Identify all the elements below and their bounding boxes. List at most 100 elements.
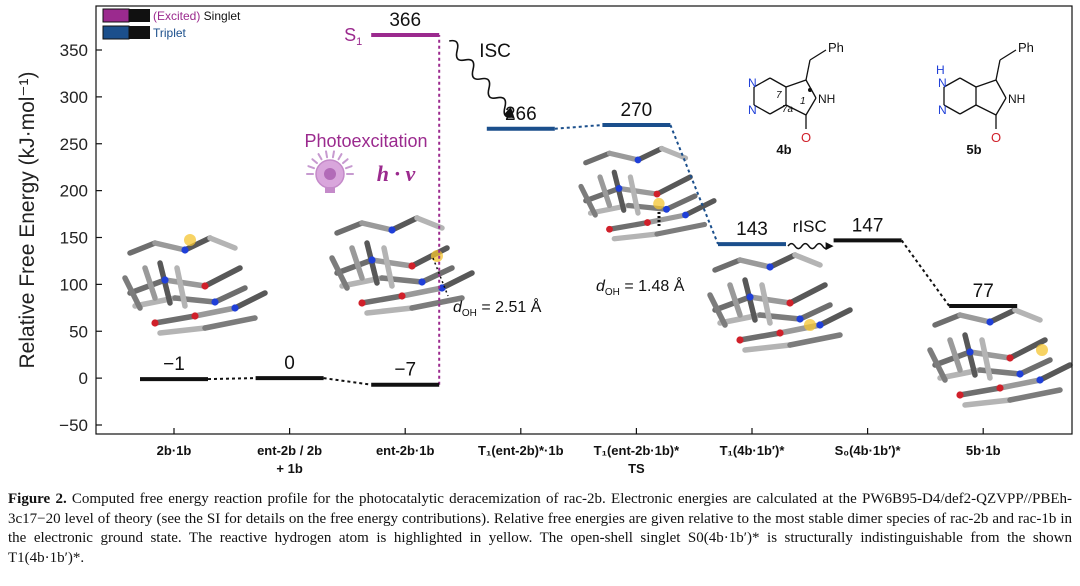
bond-stick — [606, 219, 651, 232]
ring-bond — [805, 97, 817, 116]
bond-stick — [419, 265, 455, 285]
bond-stick — [127, 277, 168, 296]
bond-stick — [957, 312, 993, 325]
state-tag-subscript: 1 — [356, 36, 362, 48]
bond-stick — [737, 257, 773, 270]
energy-value-label: 0 — [284, 353, 295, 374]
atom — [776, 329, 784, 337]
bond-stick — [439, 270, 475, 291]
bond-stick — [202, 265, 243, 289]
atom — [615, 184, 623, 192]
energy-value-label: 366 — [389, 10, 421, 31]
x-tick-label: 2b·1b — [157, 443, 192, 458]
model-4b-1b — [707, 252, 853, 353]
bond-stick — [767, 252, 798, 270]
legend-label-suffix: Singlet — [200, 9, 241, 23]
legend-swatch-black — [129, 9, 150, 22]
atom — [408, 262, 416, 270]
bond-stick — [142, 265, 158, 301]
bulb-ray — [325, 150, 329, 159]
energy-value-label: 266 — [505, 104, 537, 125]
bond-stick — [597, 174, 613, 209]
ring-bond — [785, 104, 807, 116]
atom — [1006, 354, 1014, 362]
ring-bond — [995, 97, 1007, 116]
nitrogen-label: N — [748, 76, 757, 90]
model-ent-2b-1b — [329, 215, 475, 316]
x-tick-label: ent-2b / 2b — [257, 443, 322, 458]
atom — [606, 225, 613, 233]
bond-stick — [787, 282, 828, 306]
bond-stick — [654, 174, 693, 197]
atom — [682, 211, 689, 219]
isc-arrow — [449, 39, 513, 118]
molecule-label: 4b — [776, 142, 791, 157]
caption-text: Computed free energy reaction profile fo… — [8, 491, 1072, 566]
bond-stick — [578, 183, 598, 218]
connector-ground-3 — [900, 239, 951, 307]
nh-label: NH — [818, 92, 835, 106]
bond-stick — [987, 307, 1018, 325]
atom — [231, 304, 239, 312]
bond-stick — [127, 240, 158, 256]
y-tick-label: 200 — [60, 182, 88, 201]
bond-stick — [682, 198, 717, 218]
bond-stick — [182, 235, 213, 253]
model-2b-1b — [122, 234, 268, 336]
bond-stick — [616, 185, 660, 197]
atom — [201, 282, 209, 290]
bulb-ray — [331, 150, 335, 159]
side-chain-bond — [995, 59, 1001, 81]
bond-stick — [334, 257, 375, 276]
ring-bond — [959, 77, 977, 88]
y-tick-label: 150 — [60, 229, 88, 248]
legend-swatch-black — [129, 26, 150, 39]
bond-stick — [329, 255, 350, 291]
x-tick-label: S₀(4b·1b′)* — [835, 443, 902, 458]
x-tick-label: 5b·1b — [966, 443, 1001, 458]
bond-stick — [627, 174, 641, 216]
atom — [644, 219, 651, 227]
energy-levels — [140, 33, 1018, 387]
atom-number-7: 7 — [776, 90, 782, 101]
distance-label-2-subscript: OH — [605, 287, 620, 298]
bond-stick — [967, 349, 1013, 361]
oxygen-label: O — [991, 130, 1001, 145]
bond-stick — [663, 193, 698, 212]
plot-frame — [95, 5, 1073, 435]
y-tick-label: 350 — [60, 41, 88, 60]
atom — [388, 226, 396, 234]
bond-stick — [334, 220, 365, 236]
state-tag-label: S1 — [344, 25, 362, 48]
bond-stick — [364, 305, 415, 316]
bond-stick — [162, 277, 208, 289]
bond-stick — [409, 245, 450, 269]
radical-dot — [808, 88, 812, 92]
bond-stick — [792, 252, 823, 268]
bond-stick — [583, 185, 622, 204]
bond-stick — [157, 325, 208, 336]
bond-stick — [635, 145, 665, 163]
oxygen-label: O — [801, 130, 811, 145]
highlight-hydrogen — [653, 197, 665, 210]
legend-label: (Excited) Singlet — [153, 9, 241, 23]
atom — [368, 256, 376, 264]
bond-stick — [747, 294, 793, 306]
bond-stick — [797, 302, 833, 322]
bond-stick — [192, 305, 238, 319]
bulb-ray — [317, 153, 323, 161]
bond-stick — [389, 215, 420, 233]
distance-label-2-value: = 1.48 Å — [620, 276, 685, 295]
bond-stick — [122, 275, 143, 311]
isc-label: ISC — [479, 41, 511, 62]
model-5b-1b — [927, 307, 1073, 408]
atom — [1016, 370, 1024, 378]
bond-stick — [409, 295, 465, 311]
bond-stick — [202, 315, 258, 331]
bond-stick — [1037, 362, 1073, 383]
risc-arrow — [787, 242, 831, 250]
highlight-hydrogen — [184, 234, 196, 246]
energy-value-label: 77 — [973, 281, 994, 302]
bond-stick — [759, 282, 773, 326]
